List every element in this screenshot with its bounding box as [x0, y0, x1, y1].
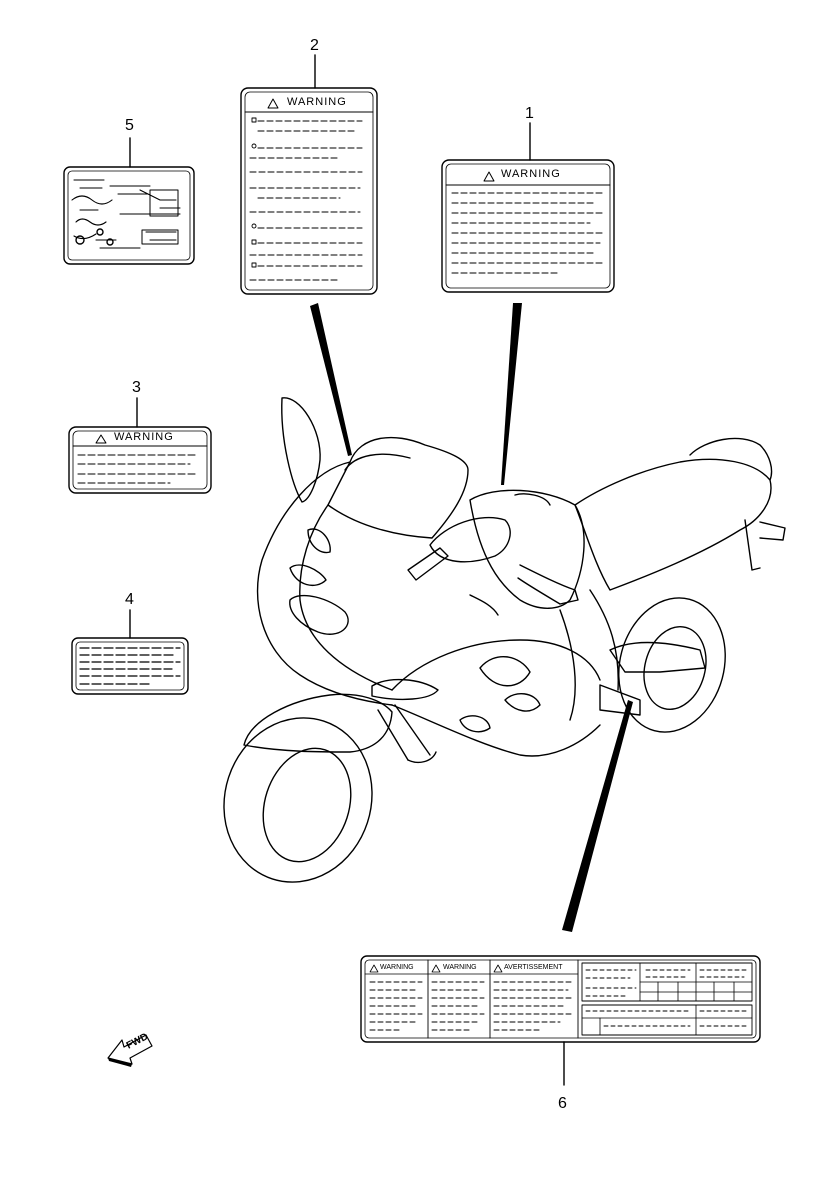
pointer-wedges — [310, 303, 633, 932]
callout-5: 5 — [125, 117, 134, 134]
fwd-arrow-icon — [107, 1034, 153, 1067]
callout-6: 6 — [558, 1095, 567, 1112]
label-1-warning-header: WARNING — [501, 168, 561, 180]
label-3-warning-header: WARNING — [114, 431, 174, 443]
label-6 — [360, 955, 761, 1086]
callout-2: 2 — [310, 37, 319, 54]
label-2-warning-header: WARNING — [287, 96, 347, 108]
label-6-warning-header-2: WARNING — [443, 964, 477, 971]
motorcycle-illustration — [223, 397, 786, 883]
label-2 — [240, 54, 378, 295]
label-6-warning-header-1: WARNING — [380, 964, 414, 971]
callout-3: 3 — [132, 379, 141, 396]
callout-4: 4 — [125, 591, 134, 608]
label-5 — [63, 137, 195, 265]
label-4 — [71, 609, 189, 695]
label-3 — [68, 397, 212, 494]
label-6-avertissement-header: AVERTISSEMENT — [504, 964, 563, 971]
callout-1: 1 — [525, 105, 534, 122]
label-1 — [441, 122, 615, 293]
